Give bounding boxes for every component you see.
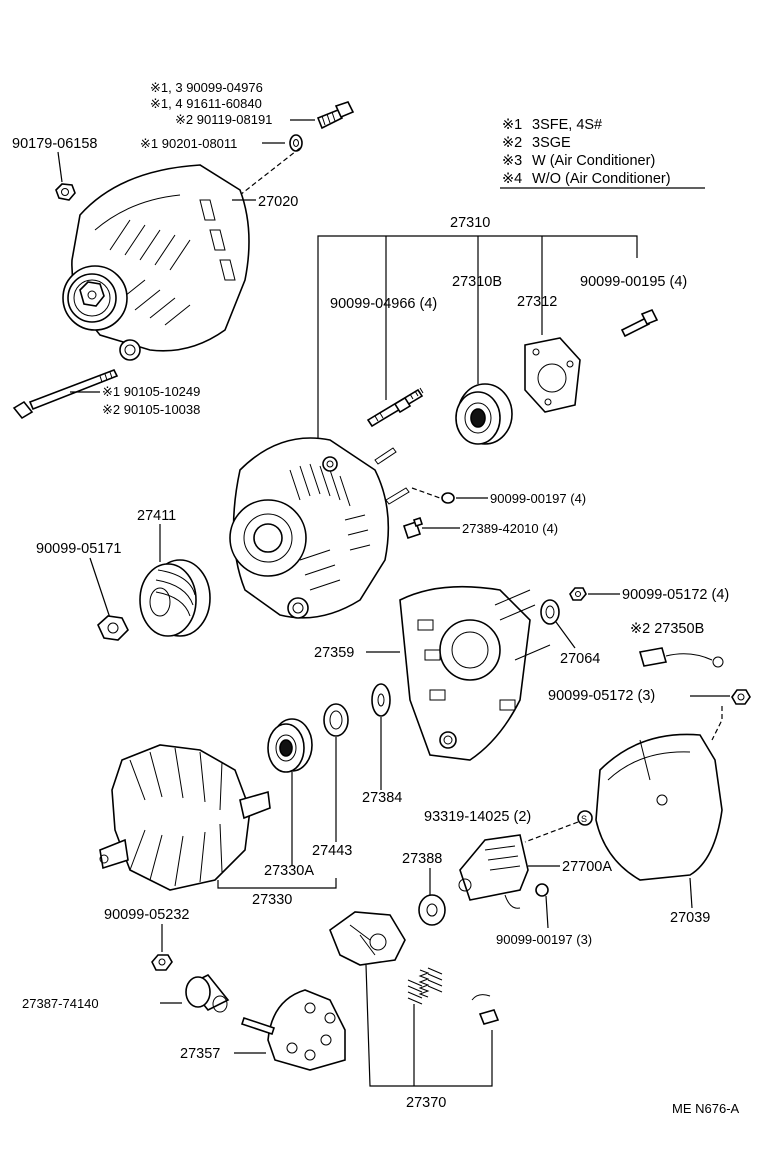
label-1-4-91611-60840: ※1, 4 91611-60840 bbox=[150, 96, 262, 111]
label-27700A: 27700A bbox=[562, 859, 612, 875]
legend-item-4: ※4 bbox=[502, 171, 522, 187]
label-27312: 27312 bbox=[517, 294, 557, 310]
label-2-90105-10038: ※2 90105-10038 bbox=[102, 402, 200, 417]
label-27387-74140: 27387-74140 bbox=[22, 996, 99, 1011]
dashed-leader bbox=[411, 487, 441, 499]
label-27388: 27388 bbox=[402, 851, 442, 867]
dashed-leader bbox=[239, 147, 301, 196]
legend-item-1-text: 3SFE, 4S# bbox=[532, 117, 602, 133]
brush-holder-icon bbox=[329, 911, 406, 966]
label-93319-14025: 93319-14025 (2) bbox=[424, 809, 531, 825]
screw-icon bbox=[577, 810, 593, 826]
label-90099-04966: 90099-04966 (4) bbox=[330, 296, 437, 312]
label-90099-00197-4: 90099-00197 (4) bbox=[490, 491, 586, 506]
brush-icon bbox=[471, 994, 500, 1025]
rectifier-icon bbox=[240, 989, 346, 1071]
insulator-icon bbox=[402, 516, 424, 540]
washer-icon bbox=[371, 683, 391, 717]
label-27389-42010: 27389-42010 (4) bbox=[462, 521, 558, 536]
label-90099-05172-4: 90099-05172 (4) bbox=[622, 587, 729, 603]
alternator-body-icon bbox=[229, 437, 410, 619]
leader bbox=[545, 895, 549, 929]
label-90099-05232: 90099-05232 bbox=[104, 907, 189, 923]
legend-item-1: ※1 bbox=[502, 117, 522, 133]
svg-text:S: S bbox=[581, 814, 587, 824]
legend: ※1 3SFE, 4S# ※2 3SGE ※3 W (Air Condition… bbox=[500, 117, 705, 189]
nut-icon bbox=[55, 183, 76, 201]
label-27064: 27064 bbox=[560, 651, 600, 667]
washer-icon bbox=[540, 599, 560, 625]
leader bbox=[89, 557, 111, 619]
bearing-icon bbox=[267, 718, 313, 773]
legend-item-4-text: W/O (Air Conditioner) bbox=[532, 171, 671, 187]
label-1-90201-08011: ※1 90201-08011 bbox=[140, 136, 237, 151]
voltage-regulator-icon bbox=[458, 834, 529, 909]
legend-item-2: ※2 bbox=[502, 135, 522, 151]
bearing-cover-icon bbox=[323, 703, 349, 737]
label-27330: 27330 bbox=[252, 892, 292, 908]
screw-icon bbox=[620, 308, 659, 338]
screw-icon bbox=[535, 883, 549, 897]
leader bbox=[689, 877, 693, 909]
rear-housing-icon bbox=[399, 585, 551, 761]
label-27020: 27020 bbox=[258, 194, 298, 210]
label-27359: 27359 bbox=[314, 645, 354, 661]
label-90099-05171: 90099-05171 bbox=[36, 541, 121, 557]
dashed-leader bbox=[524, 821, 579, 843]
nut-icon bbox=[97, 615, 129, 641]
label-27370: 27370 bbox=[406, 1095, 446, 1111]
nut-icon bbox=[731, 689, 751, 705]
dashed-leader bbox=[711, 706, 723, 741]
bushing-icon bbox=[185, 973, 230, 1013]
label-90099-00197-3: 90099-00197 (3) bbox=[496, 932, 592, 947]
screw-icon bbox=[441, 492, 455, 504]
label-27384: 27384 bbox=[362, 790, 402, 806]
label-1-90105-10249: ※1 90105-10249 bbox=[102, 384, 200, 399]
bearing-icon bbox=[455, 383, 513, 445]
leader-bracket-27330 bbox=[217, 878, 337, 889]
label-1-3-90099-04976: ※1, 3 90099-04976 bbox=[150, 80, 263, 95]
stud-bolt-icon bbox=[366, 387, 424, 428]
label-90099-00195: 90099-00195 (4) bbox=[580, 274, 687, 290]
label-27443: 27443 bbox=[312, 843, 352, 859]
label-90179-06158: 90179-06158 bbox=[12, 136, 97, 152]
bolt-icon bbox=[316, 101, 355, 130]
legend-item-2-text: 3SGE bbox=[532, 135, 571, 151]
diagram-code: ME N676-A bbox=[672, 1101, 740, 1116]
label-90099-05172-3: 90099-05172 (3) bbox=[548, 688, 655, 704]
seal-icon bbox=[418, 894, 446, 926]
leader bbox=[57, 151, 63, 183]
legend-item-3: ※3 bbox=[502, 153, 522, 169]
nut-icon bbox=[569, 587, 587, 601]
label-2-90119-08191: ※2 90119-08191 bbox=[175, 112, 272, 127]
label-27411: 27411 bbox=[137, 508, 176, 524]
terminal-icon bbox=[638, 647, 724, 668]
through-bolt-icon bbox=[12, 368, 119, 420]
retainer-plate-icon bbox=[524, 337, 581, 413]
legend-item-3-text: W (Air Conditioner) bbox=[532, 153, 655, 169]
label-27357: 27357 bbox=[180, 1046, 220, 1062]
alternator-assembly-icon bbox=[62, 164, 250, 361]
rotor-icon bbox=[99, 744, 271, 891]
label-27330A: 27330A bbox=[264, 863, 314, 879]
spring-icon bbox=[407, 967, 443, 1005]
leader bbox=[555, 621, 576, 649]
label-27310: 27310 bbox=[450, 215, 490, 231]
nut-icon bbox=[151, 954, 173, 971]
label-2-27350B: ※2 27350B bbox=[630, 621, 704, 637]
label-27039: 27039 bbox=[670, 910, 710, 926]
rear-cover-icon bbox=[595, 733, 723, 881]
label-27310B: 27310B bbox=[452, 274, 502, 290]
pulley-icon bbox=[139, 559, 211, 637]
leader-bracket-27370 bbox=[365, 964, 493, 1087]
